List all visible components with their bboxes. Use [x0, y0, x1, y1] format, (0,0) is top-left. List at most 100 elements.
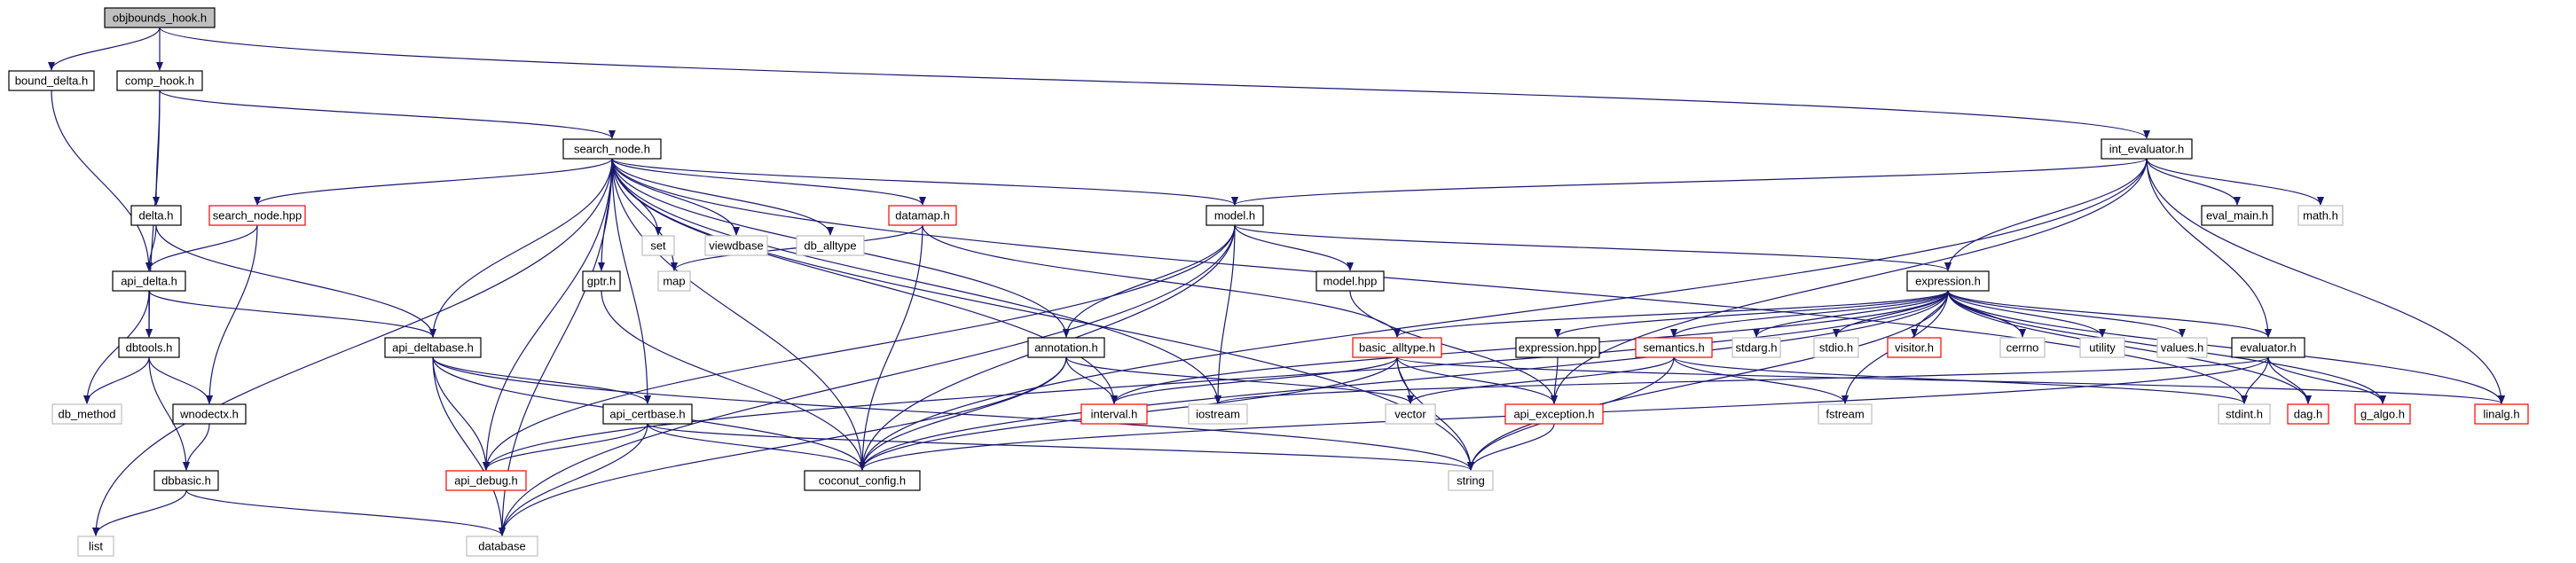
node-stdint[interactable]: stdint.h	[2218, 403, 2271, 425]
edge-search_node-to-model	[611, 158, 1238, 206]
node-api-deltabase[interactable]: api_deltabase.h	[384, 337, 482, 358]
node-label: wnodectx.h	[179, 408, 239, 421]
node-utility[interactable]: utility	[2079, 337, 2125, 358]
node-box	[2354, 403, 2411, 425]
node-list[interactable]: list	[77, 536, 114, 557]
node-dag[interactable]: dag.h	[2287, 403, 2329, 425]
node-api-delta[interactable]: api_delta.h	[112, 270, 186, 292]
node-bound-delta[interactable]: bound_delta.h	[8, 70, 95, 91]
node-delta[interactable]: delta.h	[130, 205, 182, 226]
node-linalg[interactable]: linalg.h	[2474, 403, 2529, 425]
edge-api_deltabase-to-string	[432, 356, 1474, 471]
node-expression-hpp[interactable]: expression.hpp	[1515, 337, 1600, 358]
edge-search_node-to-interval	[611, 158, 1118, 404]
node-db-alltype[interactable]: db_alltype	[796, 235, 865, 256]
node-label: expression.hpp	[1519, 341, 1597, 355]
node-comp-hook[interactable]: comp_hook.h	[116, 70, 203, 91]
node-eval-main[interactable]: eval_main.h	[2201, 205, 2274, 226]
node-stdarg[interactable]: stdarg.h	[1732, 337, 1781, 358]
node-fstream[interactable]: fstream	[1818, 403, 1873, 425]
edge-api_certbase-to-api_debug	[483, 423, 648, 471]
node-iostream[interactable]: iostream	[1188, 403, 1248, 425]
node-model[interactable]: model.h	[1206, 205, 1264, 226]
node-evaluator[interactable]: evaluator.h	[2231, 337, 2305, 358]
edge-int_evaluator-to-expression	[1944, 158, 2148, 271]
node-api-certbase[interactable]: api_certbase.h	[602, 403, 693, 425]
node-api-exception[interactable]: api_exception.h	[1504, 403, 1604, 425]
node-box	[1385, 403, 1436, 425]
node-int-evaluator[interactable]: int_evaluator.h	[2101, 138, 2193, 160]
edge-dbtools-to-db_method	[83, 356, 150, 404]
node-dbbasic[interactable]: dbbasic.h	[153, 470, 219, 491]
node-g-algo[interactable]: g_algo.h	[2354, 403, 2411, 425]
node-search-node-hpp[interactable]: search_node.hpp	[208, 205, 306, 226]
edge-search_node-to-string	[611, 158, 1474, 471]
node-box	[1352, 337, 1442, 358]
node-interval[interactable]: interval.h	[1080, 403, 1148, 425]
node-math[interactable]: math.h	[2297, 205, 2344, 226]
node-set[interactable]: set	[641, 235, 675, 256]
node-model-hpp[interactable]: model.hpp	[1315, 270, 1385, 292]
node-box	[1206, 205, 1264, 226]
node-label: visitor.h	[1895, 341, 1934, 355]
edge-search_node-to-iostream	[611, 158, 1221, 404]
node-label: objbounds_hook.h	[113, 12, 207, 25]
node-viewdbase[interactable]: viewdbase	[704, 235, 768, 256]
node-basic-alltype[interactable]: basic_alltype.h	[1352, 337, 1442, 358]
node-search-node[interactable]: search_node.h	[562, 138, 662, 160]
node-wnodectx[interactable]: wnodectx.h	[172, 403, 247, 425]
node-cerrno[interactable]: cerrno	[1999, 337, 2046, 358]
node-api-debug[interactable]: api_debug.h	[445, 470, 527, 491]
node-database[interactable]: database	[466, 536, 538, 557]
edge-evaluator-to-g_algo	[2267, 356, 2386, 404]
node-box	[796, 235, 865, 256]
node-vector[interactable]: vector	[1385, 403, 1436, 425]
edge-api_certbase-to-coconut_config	[647, 423, 866, 471]
node-box	[657, 270, 691, 292]
node-dbtools[interactable]: dbtools.h	[118, 337, 180, 358]
node-label: api_deltabase.h	[392, 341, 474, 355]
edge-model-to-annotation	[1063, 224, 1236, 338]
node-map[interactable]: map	[657, 270, 691, 292]
edge-search_node-to-list	[92, 158, 613, 536]
node-box	[602, 403, 693, 425]
node-label: search_node.h	[574, 143, 650, 156]
node-label: stdio.h	[1819, 341, 1853, 355]
node-box	[2218, 403, 2271, 425]
node-objbounds-hook[interactable]: objbounds_hook.h	[104, 7, 216, 28]
edge-api_exception-to-string	[1467, 423, 1555, 471]
node-box	[2287, 403, 2329, 425]
edge-expression-to-linalg	[1947, 290, 2505, 404]
node-db-method[interactable]: db_method	[51, 403, 122, 425]
node-label: api_certbase.h	[609, 408, 685, 421]
node-box	[1732, 337, 1781, 358]
node-semantics[interactable]: semantics.h	[1635, 337, 1713, 358]
node-box	[384, 337, 482, 358]
node-label: evaluator.h	[2240, 341, 2297, 355]
node-box	[2231, 337, 2305, 358]
node-expression[interactable]: expression.h	[1906, 270, 1990, 292]
nodes-layer: objbounds_hook.h bound_delta.h comp_hook.h…	[8, 7, 2529, 557]
node-label: gptr.h	[587, 275, 617, 288]
node-string[interactable]: string	[1448, 470, 1494, 491]
edge-expression-to-expression_hpp	[1554, 290, 1949, 338]
node-gptr[interactable]: gptr.h	[582, 270, 621, 292]
edge-basic_alltype-to-interval	[1111, 356, 1398, 404]
edge-search_node_hpp-to-api_delta	[145, 224, 258, 271]
edge-model-to-iostream	[1214, 224, 1236, 404]
node-datamap[interactable]: datamap.h	[888, 205, 957, 226]
node-label: stdarg.h	[1736, 341, 1778, 355]
node-label: search_node.hpp	[213, 209, 302, 223]
node-label: delta.h	[138, 209, 173, 223]
edge-api_delta-to-api_deltabase	[148, 290, 436, 338]
node-annotation[interactable]: annotation.h	[1027, 337, 1105, 358]
node-coconut-config[interactable]: coconut_config.h	[804, 470, 921, 491]
edge-model-to-api_debug	[483, 224, 1236, 471]
node-values[interactable]: values.h	[2156, 337, 2208, 358]
edges-layer	[48, 27, 2505, 536]
edge-semantics-to-vector	[1407, 356, 1675, 404]
node-visitor[interactable]: visitor.h	[1887, 337, 1942, 358]
node-stdio[interactable]: stdio.h	[1813, 337, 1859, 358]
edge-search_node-to-coconut_config	[611, 158, 866, 471]
node-box	[466, 536, 538, 557]
